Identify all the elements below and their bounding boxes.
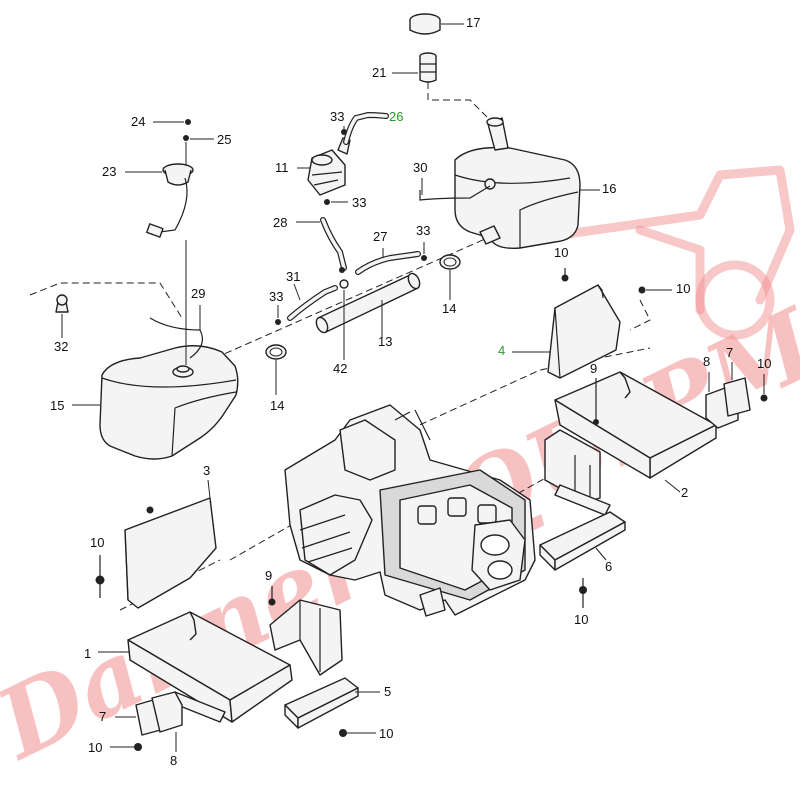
- callout-c10a: 10: [554, 245, 568, 260]
- callout-c10g: 10: [88, 740, 102, 755]
- clip-33-group: [275, 126, 427, 325]
- step-plate-right: [544, 371, 717, 516]
- callout-c6: 6: [605, 559, 612, 574]
- filler-neck: [392, 52, 437, 83]
- rail-6: [539, 511, 626, 571]
- callout-c10b: 10: [676, 281, 690, 296]
- hose-30: [419, 178, 491, 201]
- hose-29: [149, 305, 203, 359]
- clamp-14-lower: [265, 344, 287, 395]
- bolt-9-right: [593, 378, 599, 425]
- step-plate-left: [98, 599, 343, 723]
- callout-c8a: 8: [703, 354, 710, 369]
- callout-c10d: 10: [90, 535, 104, 550]
- callout-c31: 31: [286, 269, 300, 284]
- bolt-10-far-right: [760, 374, 768, 402]
- callout-c30: 30: [413, 160, 427, 175]
- callout-c27: 27: [373, 229, 387, 244]
- rail-5: [284, 677, 380, 729]
- bracket-8-left: [151, 691, 183, 752]
- bolt-10-left-upper: [146, 506, 154, 514]
- fuel-sender: [125, 163, 194, 238]
- hose-28: [296, 217, 347, 271]
- callout-c7b: 7: [99, 709, 106, 724]
- callout-c33a: 33: [330, 109, 344, 124]
- screw-24: [153, 119, 191, 125]
- callout-c7a: 7: [726, 345, 733, 360]
- bracket-plate-left: [124, 479, 217, 609]
- callout-c21: 21: [372, 65, 386, 80]
- callout-c13: 13: [378, 334, 392, 349]
- screw-25: [183, 135, 214, 141]
- callout-c14a: 14: [442, 301, 456, 316]
- callout-c10c: 10: [757, 356, 771, 371]
- callout-c4: 4: [498, 343, 505, 358]
- bolt-10-right: [638, 286, 672, 294]
- callout-c42: 42: [333, 361, 347, 376]
- callout-c25: 25: [217, 132, 231, 147]
- crossover-tube: [315, 272, 421, 338]
- drain-plug-32: [55, 294, 69, 338]
- callout-c5: 5: [384, 684, 391, 699]
- plate-7-right: [723, 362, 751, 417]
- callout-c32: 32: [54, 339, 68, 354]
- bolt-10-bottom-right: [579, 578, 587, 608]
- callout-c16: 16: [602, 181, 616, 196]
- callout-c24: 24: [131, 114, 145, 129]
- callout-c33d: 33: [269, 289, 283, 304]
- callout-c28: 28: [273, 215, 287, 230]
- callout-c33b: 33: [352, 195, 366, 210]
- bolt-10-left: [95, 555, 105, 598]
- callout-c15: 15: [50, 398, 64, 413]
- callout-c33c: 33: [416, 223, 430, 238]
- callout-c3: 3: [203, 463, 210, 478]
- callout-c2: 2: [681, 485, 688, 500]
- bracket-plate-right: [512, 284, 621, 379]
- callout-c9a: 9: [590, 361, 597, 376]
- callout-c10e: 10: [574, 612, 588, 627]
- callout-c1: 1: [84, 646, 91, 661]
- callout-c9b: 9: [265, 568, 272, 583]
- bolt-9-left: [268, 586, 276, 606]
- bolt-10-bottom-left: [110, 743, 142, 751]
- bolt-10-top: [561, 268, 569, 282]
- fuel-tank-front: [72, 345, 239, 460]
- clamp-14-upper: [439, 254, 461, 300]
- watermark-tractor-logo: [555, 165, 795, 340]
- fuel-filter: [297, 137, 351, 196]
- fitting-42: [339, 279, 349, 360]
- callout-c14b: 14: [270, 398, 284, 413]
- hose-27: [355, 248, 421, 275]
- fuel-tank-rear: [454, 117, 600, 249]
- callout-c10f: 10: [379, 726, 393, 741]
- hose-26: [343, 111, 389, 145]
- callout-c11: 11: [275, 160, 289, 175]
- transmission-housing: [284, 404, 536, 617]
- callout-c26: 26: [389, 109, 403, 124]
- callout-c29: 29: [191, 286, 205, 301]
- filler-cap: [409, 13, 464, 35]
- callout-c23: 23: [102, 164, 116, 179]
- bolt-10-bottom: [339, 729, 376, 737]
- callout-c8b: 8: [170, 753, 177, 768]
- callout-c17: 17: [466, 15, 480, 30]
- hose-31: [287, 283, 338, 321]
